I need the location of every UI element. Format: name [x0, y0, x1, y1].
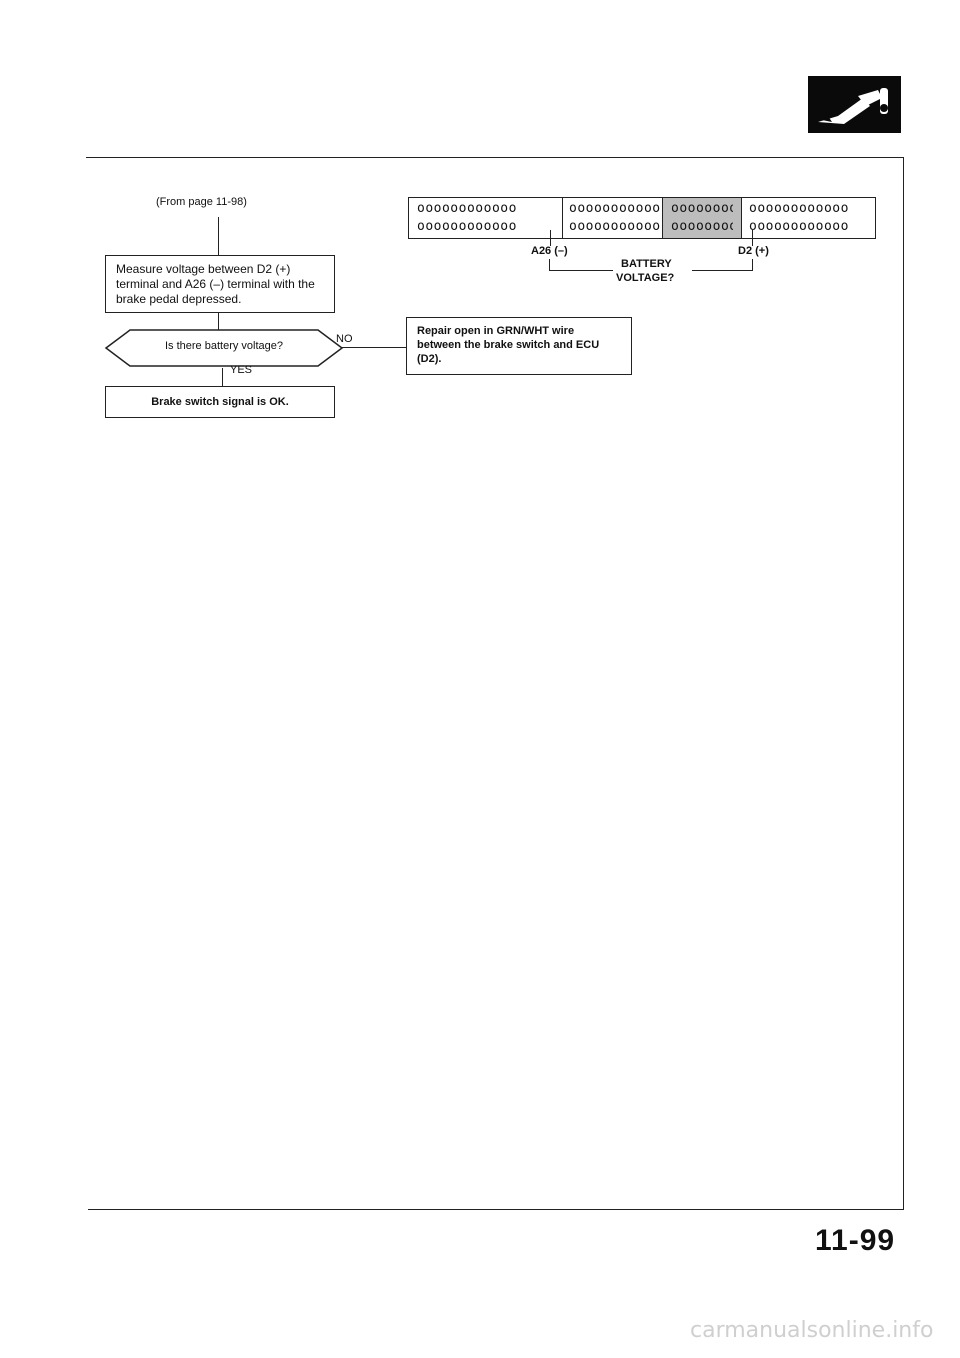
connector-a-top: oooooooooooo	[417, 201, 517, 216]
result-ok-box: Brake switch signal is OK.	[105, 386, 335, 418]
connector-d-bottom: oooooooooooo	[749, 219, 849, 234]
top-rule	[86, 157, 904, 158]
repair-box: Repair open in GRN/WHT wire between the …	[406, 317, 632, 375]
page-number: 11-99	[815, 1224, 896, 1257]
connector-c-bottom: oooooooooooo	[671, 219, 733, 234]
connector-b-top: oooooooooooo	[569, 201, 661, 216]
fuel-injector-icon	[818, 88, 888, 124]
voltage-label: VOLTAGE?	[616, 272, 675, 284]
connector-b-bottom: oooooooooooo	[569, 219, 661, 234]
bottom-rule	[88, 1209, 904, 1210]
yes-label: YES	[230, 364, 253, 376]
ecu-connector: oooooooooooo oooooooooooo oooooooooooo o…	[408, 197, 876, 239]
a26-label: A26 (–)	[531, 245, 568, 257]
decision-text: Is there battery voltage?	[164, 340, 283, 352]
right-border	[903, 157, 904, 1209]
connector-d-top: oooooooooooo	[749, 201, 849, 216]
connector-a-bottom: oooooooooooo	[417, 219, 517, 234]
connector-c-shaded: oooooooooooo oooooooooooo	[662, 198, 742, 238]
watermark: carmanualsonline.info	[690, 1318, 934, 1343]
battery-label: BATTERY	[621, 258, 672, 270]
header-logo	[808, 76, 901, 133]
no-label: NO	[336, 333, 353, 345]
connector-c-top: oooooooooooo	[671, 201, 733, 216]
d2-label: D2 (+)	[738, 245, 769, 257]
from-page-label: (From page 11-98)	[156, 196, 247, 208]
decision-shape	[104, 329, 344, 367]
measure-step-box: Measure voltage between D2 (+) terminal …	[105, 255, 335, 313]
